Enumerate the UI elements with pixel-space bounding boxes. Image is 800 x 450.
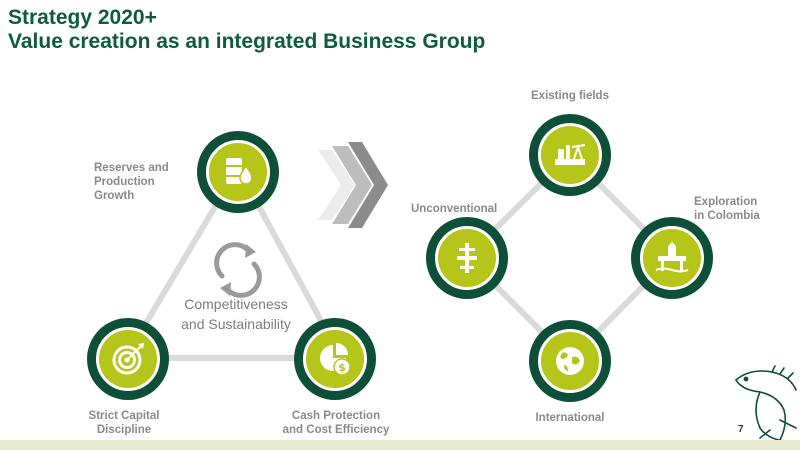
node-exploration [631,217,713,299]
footer-bar [0,440,800,450]
chevron-arrows-icon [318,142,388,228]
globe-icon [556,347,584,375]
label-line: Growth [94,190,135,202]
oil-barrel-drop-icon [226,158,253,185]
label-cash-protection: Cash Protection and Cost Efficiency [270,409,402,437]
pie-chart-dollar-icon: $ [320,343,351,376]
target-icon [112,343,144,375]
offshore-rig-icon [655,242,689,273]
title-line-2: Value creation as an integrated Business… [8,30,486,53]
label-line: and Cost Efficiency [282,424,390,436]
label-international: International [535,412,605,424]
node-cash-protection: $ [294,318,376,400]
center-label-line: and Sustainability [181,316,291,332]
refinery-icon [555,143,586,165]
cycle-arrowhead-icon [245,244,256,258]
label-reserves-production: Reserves and Production Growth [94,161,169,203]
label-existing-fields: Existing fields [531,90,609,102]
cycle-arrowhead-icon [220,282,231,296]
svg-text:$: $ [338,361,346,374]
page-number: 7 [738,424,744,435]
label-line: Reserves and [94,162,169,174]
label-line: Exploration [694,196,758,208]
center-label: Competitiveness and Sustainability [168,294,304,334]
node-strict-capital [87,318,169,400]
wellhead-icon [457,243,477,273]
label-exploration: Exploration in Colombia [694,195,760,223]
slide-title: Strategy 2020+ Value creation as an inte… [8,6,485,54]
label-line: Production [94,176,155,188]
label-line: Strict Capital [88,410,160,422]
node-unconventional [426,217,508,299]
node-reserves-production [197,131,279,213]
cycle-arrows-icon [214,242,262,298]
iguana-logo-icon [735,365,797,443]
label-strict-capital: Strict Capital Discipline [76,409,172,437]
label-line: Cash Protection [291,410,381,422]
title-line-1: Strategy 2020+ [8,6,157,29]
label-line: in Colombia [694,210,760,222]
node-international [529,320,611,402]
label-unconventional: Unconventional [411,203,498,215]
node-existing-fields [529,114,611,196]
center-label-line: Competitiveness [184,296,288,312]
label-line: Discipline [96,424,152,436]
